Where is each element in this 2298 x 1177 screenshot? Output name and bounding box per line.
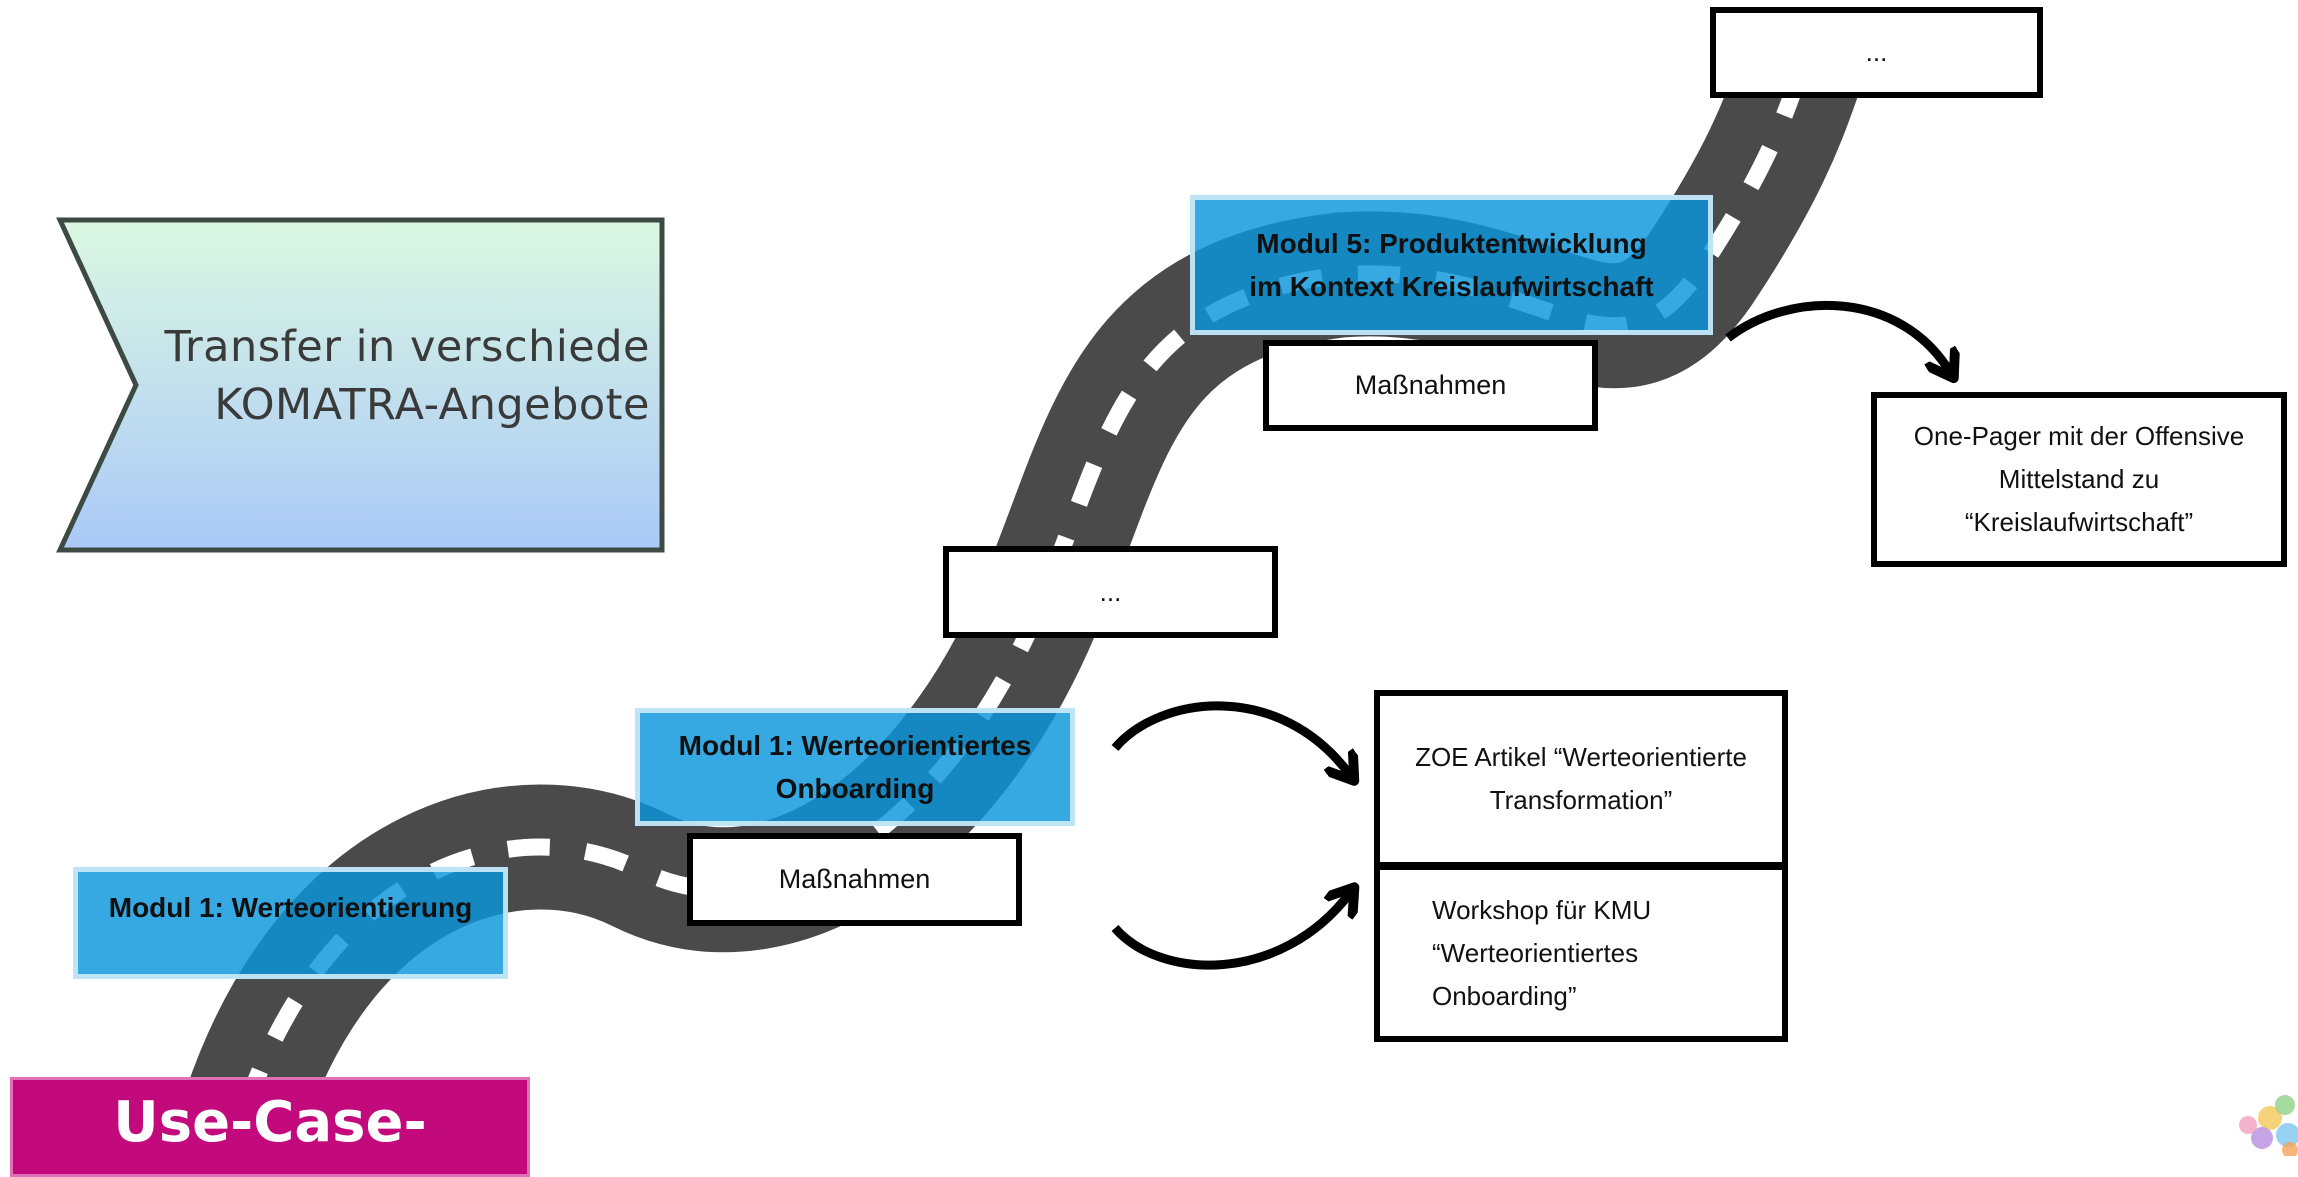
- workshop-line-3: Onboarding”: [1432, 980, 1577, 1011]
- onepager-line-2: Mittelstand zu: [1998, 464, 2160, 494]
- massnahmen-lower-box: Maßnahmen: [687, 833, 1022, 926]
- modul-1-onboarding-line-2: Onboarding: [775, 773, 935, 804]
- massnahmen-upper-box: Maßnahmen: [1263, 340, 1598, 431]
- workshop-box: Workshop für KMU “Werteorientiertes Onbo…: [1374, 864, 1788, 1042]
- modul-5-line-1: Modul 5: Produktentwicklung: [1256, 227, 1647, 259]
- modul-5-label: Modul 5: Produktentwicklung im Kontext K…: [1190, 195, 1713, 335]
- workshop-line-2: “Werteorientiertes: [1432, 937, 1639, 968]
- zoe-article-box: ZOE Artikel “Werteorientierte Transforma…: [1374, 690, 1788, 868]
- massnahmen-upper-text: Maßnahmen: [1354, 370, 1507, 400]
- onepager-line-3: “Kreislaufwirtschaft”: [1964, 507, 2194, 537]
- use-case-text: Use-Case-: [113, 1090, 427, 1155]
- onepager-box: One-Pager mit der Offensive Mittelstand …: [1871, 392, 2287, 567]
- banner-text-line-1: Transfer in verschiede: [164, 322, 650, 372]
- onepager-line-1: One-Pager mit der Offensive: [1913, 421, 2245, 451]
- banner-text: Transfer in verschiede KOMATRA-Angebote: [130, 318, 650, 434]
- top-placeholder-text: ...: [1865, 37, 1888, 67]
- modul-5-line-2: im Kontext Kreislaufwirtschaft: [1249, 271, 1654, 302]
- mid-placeholder-text: ...: [1099, 576, 1122, 607]
- top-placeholder-box: ...: [1710, 7, 2043, 98]
- use-case-label: Use-Case-: [10, 1077, 530, 1177]
- modul-1-werteorientierung-label: Modul 1: Werteorientierung: [73, 867, 508, 979]
- arrow-to-workshop: [1111, 893, 1350, 970]
- banner-text-line-2: KOMATRA-Angebote: [214, 380, 650, 430]
- modul-1-onboarding-label: Modul 1: Werteorientiertes Onboarding: [635, 708, 1075, 826]
- mid-placeholder-box: ...: [943, 546, 1278, 638]
- transfer-banner: [56, 217, 665, 553]
- modul-1-werteorientierung-text: Modul 1: Werteorientierung: [108, 892, 473, 923]
- workshop-line-1: Workshop für KMU: [1432, 894, 1652, 925]
- modul-1-onboarding-line-1: Modul 1: Werteorientiertes: [678, 729, 1032, 761]
- massnahmen-lower-text: Maßnahmen: [778, 864, 931, 894]
- arrow-to-zoe-article: [1111, 701, 1350, 775]
- zoe-article-line-1: ZOE Artikel “Werteorientierte: [1415, 742, 1747, 772]
- arrow-to-onepager: [1725, 300, 1950, 372]
- logo-icon: [2239, 1095, 2298, 1156]
- zoe-article-line-2: Transformation”: [1489, 785, 1673, 815]
